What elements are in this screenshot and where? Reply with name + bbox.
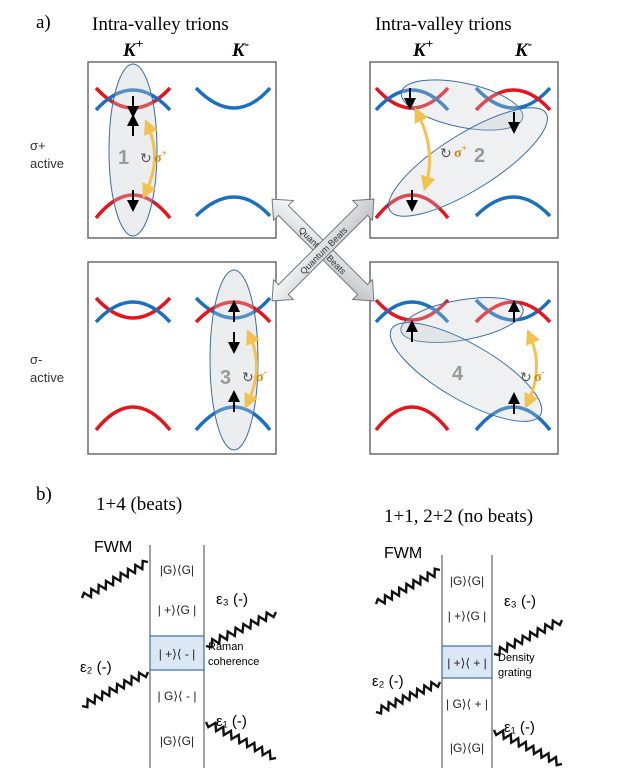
right-note-1: Density bbox=[498, 652, 535, 664]
left-row-2: | +⟩⟨G | bbox=[158, 603, 197, 617]
svg-text:σ-: σ- bbox=[256, 367, 267, 385]
left-eps1: ε₁ (-) bbox=[216, 713, 247, 730]
right-eps2: ε₂ (-) bbox=[372, 673, 404, 690]
svg-text:K+: K+ bbox=[412, 36, 433, 61]
trion-2-label: 2 bbox=[474, 145, 485, 167]
wave-eps2-left bbox=[81, 670, 150, 709]
trion-3-label: 3 bbox=[220, 367, 231, 389]
quantum-beats-arrows: Quantum Beats Quantum Beats bbox=[271, 198, 375, 302]
right-fwm-label: FWM bbox=[384, 545, 422, 562]
valley-labels: K+ K- K+ K- bbox=[122, 36, 532, 61]
left-row-5: |G⟩⟨G| bbox=[160, 734, 194, 748]
svg-text:σ-: σ- bbox=[534, 367, 545, 385]
pol-minus-4: σ bbox=[534, 370, 542, 385]
feynman-diagram-right: |G⟩⟨G| | +⟩⟨G | | +⟩⟨ + | | G⟩⟨ + | |G⟩⟨… bbox=[372, 545, 564, 768]
wave-fwm-left bbox=[80, 559, 149, 600]
svg-text:↻: ↻ bbox=[242, 369, 254, 385]
svg-text:active: active bbox=[30, 156, 64, 171]
box-trion-1: 1 ↻ σ+ bbox=[87, 61, 277, 239]
pol-plus-2: σ bbox=[454, 146, 462, 161]
pol-minus-3: σ bbox=[256, 370, 264, 385]
feynman-diagram-left: |G⟩⟨G| | +⟩⟨G | | +⟩⟨ - | | G⟩⟨ - | |G⟩⟨… bbox=[80, 539, 278, 768]
right-eps1: ε₁ (-) bbox=[504, 719, 535, 736]
valley-kp-right: K bbox=[412, 40, 427, 61]
svg-text:↻: ↻ bbox=[520, 369, 532, 385]
valley-km-left: K bbox=[231, 40, 246, 61]
cw-icon: ↻ bbox=[140, 150, 152, 166]
left-row-3: | +⟩⟨ - | bbox=[159, 647, 196, 661]
left-eps3: ε₃ (-) bbox=[216, 591, 248, 608]
trion-1-label: 1 bbox=[118, 147, 129, 169]
row-top-label: σ+ bbox=[30, 138, 46, 153]
left-diagram-title: 1+4 (beats) bbox=[96, 494, 182, 515]
right-row-2: | +⟩⟨G | bbox=[448, 609, 487, 623]
right-row-5: |G⟩⟨G| bbox=[450, 741, 484, 755]
right-row-4: | G⟩⟨ + | bbox=[446, 697, 488, 711]
svg-text:K-: K- bbox=[231, 36, 249, 61]
right-eps3: ε₃ (-) bbox=[504, 593, 536, 610]
left-row-1: |G⟩⟨G| bbox=[160, 563, 194, 577]
wave-fwm-right bbox=[374, 567, 441, 606]
svg-text:active: active bbox=[30, 370, 64, 385]
box-trion-3: 3 ↻ σ- bbox=[87, 261, 277, 455]
wave-eps1-right bbox=[492, 728, 563, 767]
svg-text:K+: K+ bbox=[122, 36, 143, 61]
box-trion-4: 4 ↻ σ- bbox=[369, 261, 559, 455]
valley-km-right: K bbox=[514, 40, 529, 61]
left-note-1: Raman bbox=[208, 641, 243, 653]
col-right-title: Intra-valley trions bbox=[375, 14, 512, 35]
right-row-1: |G⟩⟨G| bbox=[450, 574, 484, 588]
row-labels: σ+ active σ- active bbox=[30, 138, 64, 385]
right-row-3: | +⟩⟨ + | bbox=[447, 656, 487, 670]
pol-plus-1: σ bbox=[154, 151, 162, 166]
left-note-2: coherence bbox=[208, 656, 259, 668]
left-fwm-label: FWM bbox=[94, 539, 132, 556]
panel-a-label: a) bbox=[36, 12, 51, 33]
panel-b-label: b) bbox=[36, 484, 52, 505]
wave-eps1-left bbox=[204, 720, 277, 761]
wave-eps3-left bbox=[205, 610, 278, 649]
svg-text:↻: ↻ bbox=[440, 145, 452, 161]
svg-text:K-: K- bbox=[514, 36, 532, 61]
left-row-4: | G⟩⟨ - | bbox=[158, 689, 197, 703]
right-diagram-title: 1+1, 2+2 (no beats) bbox=[384, 506, 533, 527]
svg-text:σ+: σ+ bbox=[154, 148, 167, 166]
wave-eps2-right bbox=[375, 679, 442, 716]
trion-4-label: 4 bbox=[452, 363, 464, 385]
wave-eps3-right bbox=[493, 618, 564, 657]
box-trion-2: ↻ σ+ 2 bbox=[369, 61, 559, 239]
row-bottom-label: σ- bbox=[30, 352, 42, 367]
valley-kp-left: K bbox=[122, 40, 137, 61]
right-note-2: grating bbox=[498, 667, 532, 679]
svg-text:σ+: σ+ bbox=[454, 143, 467, 161]
left-eps2: ε₂ (-) bbox=[80, 659, 112, 676]
col-left-title: Intra-valley trions bbox=[92, 14, 229, 35]
